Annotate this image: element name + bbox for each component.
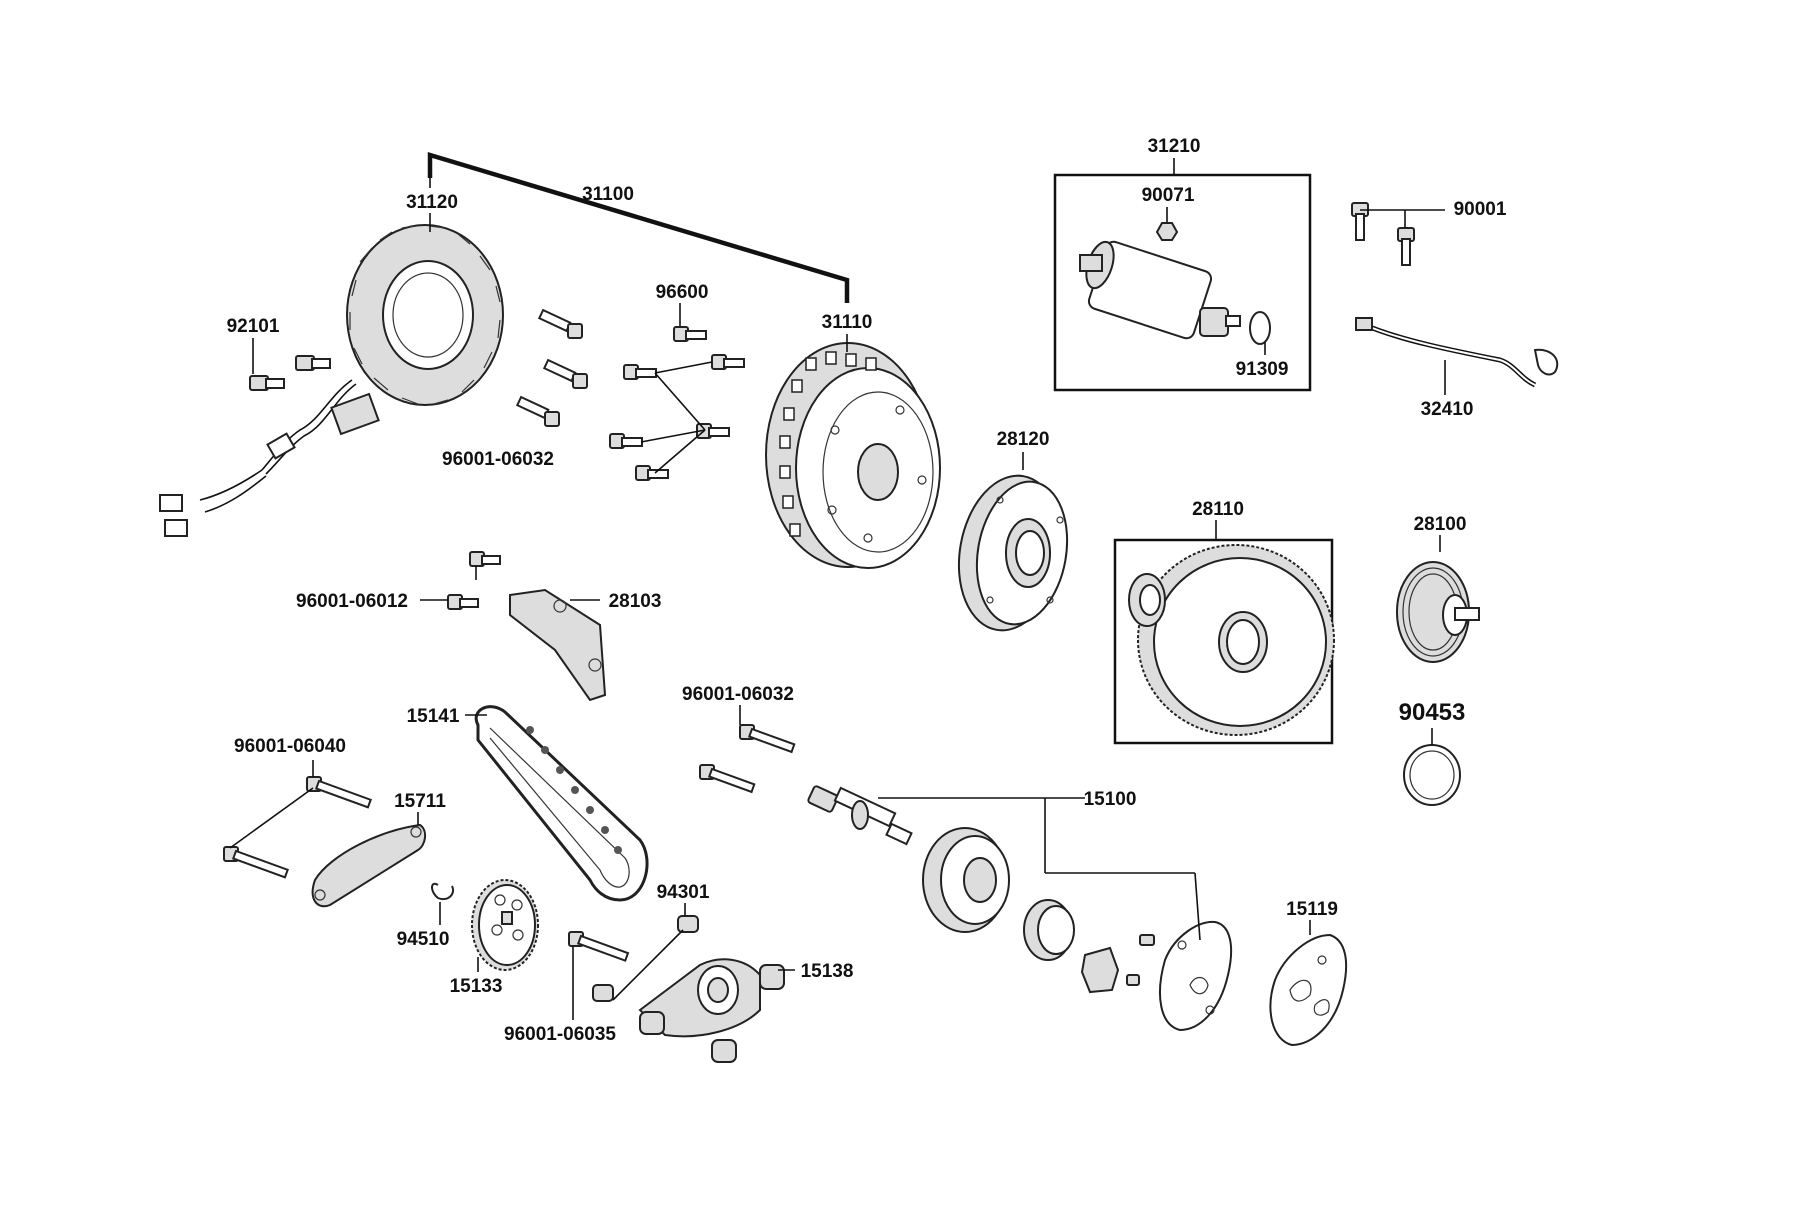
chain-guide-28103 xyxy=(509,588,607,702)
oil-pump-inner-rotor xyxy=(1080,946,1120,994)
label-90001: 90001 xyxy=(1454,199,1507,220)
bolts-92101 xyxy=(249,355,331,391)
label-32410: 32410 xyxy=(1421,399,1474,420)
stator-31120 xyxy=(159,224,504,537)
label-15141: 15141 xyxy=(407,706,460,727)
leader-15100 xyxy=(878,797,1201,941)
label-28103: 28103 xyxy=(609,591,662,612)
label-96001-06035: 96001-06035 xyxy=(504,1024,616,1045)
label-96600: 96600 xyxy=(656,282,709,303)
label-96001-06032-b: 96001-06032 xyxy=(682,684,794,705)
label-15133: 15133 xyxy=(450,976,503,997)
label-96001-06032-a: 96001-06032 xyxy=(442,449,554,470)
label-94301: 94301 xyxy=(657,882,710,903)
label-15100: 15100 xyxy=(1084,789,1137,810)
starter-motor-31210 xyxy=(1079,240,1241,340)
driven-gear-28110 xyxy=(1128,544,1335,736)
oil-pump-bushing xyxy=(1023,899,1075,961)
bolts-90001 xyxy=(1351,202,1445,266)
bolts-96001-06032-lower xyxy=(699,724,796,794)
nut-90071 xyxy=(1155,222,1179,241)
oil-pump-cover xyxy=(1159,920,1233,1032)
label-92101: 92101 xyxy=(227,316,280,337)
oil-pump-rotor xyxy=(922,827,1010,933)
label-31210: 31210 xyxy=(1148,136,1201,157)
drive-chain-15141 xyxy=(474,705,649,902)
idle-gear-28100 xyxy=(1396,561,1480,663)
ring-90453 xyxy=(1403,744,1461,806)
label-28100: 28100 xyxy=(1414,514,1467,535)
label-31120: 31120 xyxy=(406,192,458,213)
label-94510: 94510 xyxy=(397,929,450,950)
bolts-96001-06032-upper xyxy=(515,308,588,427)
label-28120: 28120 xyxy=(997,429,1050,450)
label-15711: 15711 xyxy=(394,791,446,812)
bolts-96001-06040 xyxy=(223,760,372,879)
bracket-15138 xyxy=(638,958,785,1063)
starter-clutch-28120 xyxy=(957,474,1069,632)
dowels-94301 xyxy=(592,915,699,1002)
label-31110: 31110 xyxy=(822,312,873,333)
label-90071: 90071 xyxy=(1142,185,1195,206)
bolt-96001-06035 xyxy=(568,931,630,962)
gasket-15119 xyxy=(1269,933,1348,1047)
label-15138: 15138 xyxy=(801,961,854,982)
assembly-bracket-31100 xyxy=(427,151,850,303)
flywheel-rotor-31110 xyxy=(765,342,941,569)
circlip-94510 xyxy=(431,882,454,900)
oil-pump-shaft-15100 xyxy=(807,785,913,846)
label-90453: 90453 xyxy=(1399,699,1466,726)
starter-cable-32410 xyxy=(1355,317,1559,388)
bolts-96001-06012 xyxy=(420,551,501,610)
bolts-96600 xyxy=(609,326,745,481)
starter-motor-box xyxy=(1053,173,1312,392)
oil-pump-pins xyxy=(1126,934,1155,986)
sprocket-15133 xyxy=(471,879,539,971)
label-15119: 15119 xyxy=(1286,899,1338,920)
label-96001-06040: 96001-06040 xyxy=(234,736,346,757)
label-96001-06012: 96001-06012 xyxy=(296,591,408,612)
label-28110: 28110 xyxy=(1192,499,1244,520)
o-ring-91309 xyxy=(1249,311,1271,345)
label-31100: 31100 xyxy=(582,184,634,205)
label-91309: 91309 xyxy=(1236,359,1289,380)
cover-15711 xyxy=(311,823,426,908)
